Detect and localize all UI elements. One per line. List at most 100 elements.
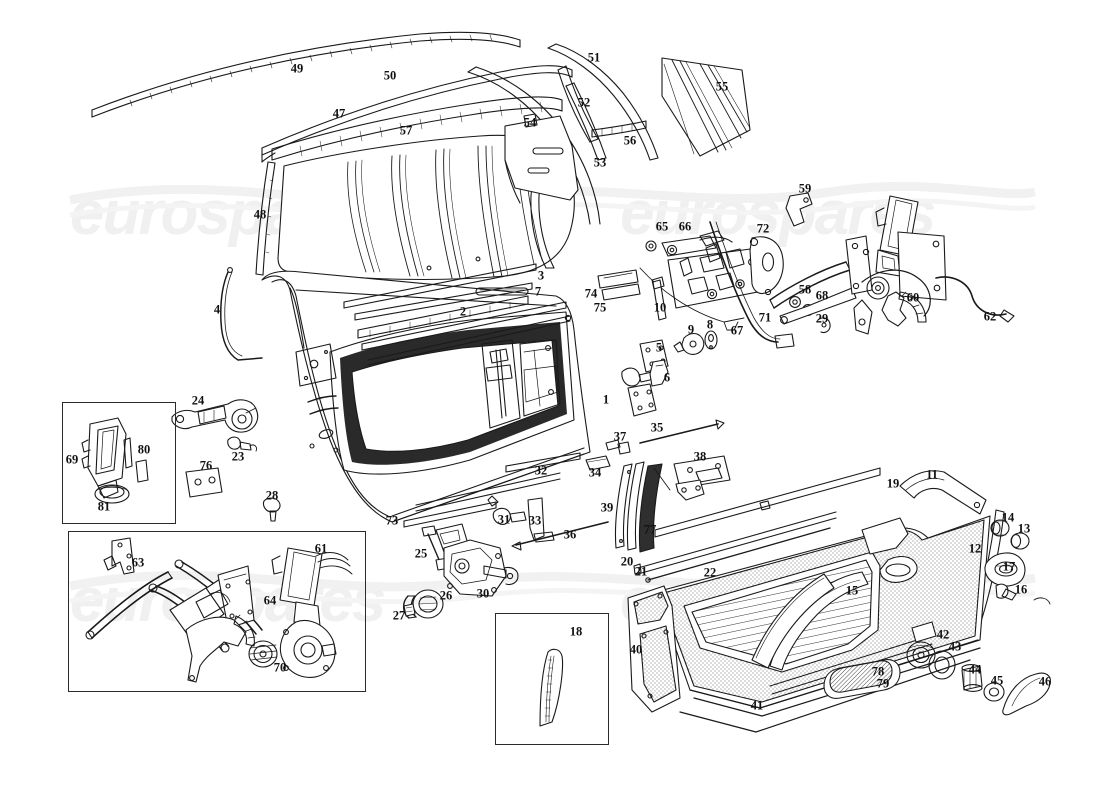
part-36-long-rod	[511, 521, 609, 551]
part-number-10: 10	[653, 300, 667, 315]
part-number-14: 14	[1001, 510, 1015, 525]
part-number-73: 73	[385, 513, 399, 528]
part-number-39: 39	[600, 500, 614, 515]
part-number-54: 54	[523, 115, 537, 130]
part-6-latch-pawl	[621, 359, 669, 387]
part-81-cap	[94, 484, 130, 504]
part-number-78: 78	[871, 664, 885, 679]
part-33-striker	[527, 497, 555, 543]
part-number-77: 77	[643, 522, 657, 537]
part-1-door-shell	[261, 270, 591, 523]
part-number-80: 80	[137, 442, 151, 457]
part-number-35: 35	[650, 420, 664, 435]
part-number-60: 60	[906, 290, 920, 305]
part-73b-trim	[415, 472, 561, 512]
part-number-50: 50	[383, 68, 397, 83]
inset-weatherstrip	[495, 613, 609, 745]
inset-window-motor	[62, 402, 176, 524]
part-42-bezel	[906, 641, 936, 669]
part-number-62: 62	[983, 309, 997, 324]
part-44-bush	[961, 664, 983, 692]
part-4-guide-rod	[220, 267, 263, 361]
part-number-65: 65	[655, 219, 669, 234]
part-number-61: 61	[314, 541, 328, 556]
part-number-13: 13	[1017, 521, 1031, 536]
part-number-41: 41	[750, 698, 764, 713]
part-14-bush	[990, 519, 1010, 537]
inset-regulator-assembly	[68, 531, 366, 692]
part-73-lower-trim	[403, 501, 497, 528]
part-63-bracket	[103, 537, 135, 575]
part-number-18: 18	[569, 624, 583, 639]
part-61-window-motor	[271, 547, 353, 678]
part-number-79: 79	[876, 676, 890, 691]
part-66-hinge-link	[661, 230, 725, 257]
part-24-interior-handle	[171, 399, 259, 433]
part-2-belt-strip	[357, 295, 529, 339]
part-number-7: 7	[534, 284, 542, 299]
part-number-48: 48	[253, 207, 267, 222]
part-number-46: 46	[1038, 674, 1052, 689]
part-69-lock-actuator	[81, 417, 133, 499]
part-number-36: 36	[563, 527, 577, 542]
part-number-32: 32	[534, 463, 548, 478]
part-number-15: 15	[845, 583, 859, 598]
part-54-53-pillar-frame	[467, 66, 601, 269]
part-20-21-strip	[633, 511, 837, 583]
part-number-43: 43	[948, 639, 962, 654]
part-53-lower-channel	[565, 82, 607, 161]
part-52-window-channel	[557, 65, 599, 143]
part-number-64: 64	[263, 593, 277, 608]
part-78-79-speaker-grille	[823, 659, 901, 699]
part-number-47: 47	[332, 106, 346, 121]
part-65-washer	[645, 240, 657, 252]
part-number-45: 45	[990, 673, 1004, 688]
part-59-striker	[785, 192, 813, 227]
part-number-12: 12	[968, 541, 982, 556]
part-34-sleeve	[585, 455, 611, 471]
part-60-window-regulator	[853, 195, 947, 335]
part-45-washer	[983, 682, 1005, 702]
part-number-22: 22	[703, 565, 717, 580]
part-76-bumper	[185, 467, 223, 498]
part-number-49: 49	[290, 61, 304, 76]
part-number-74: 74	[584, 286, 598, 301]
part-number-29: 29	[815, 311, 829, 326]
part-number-2: 2	[459, 304, 467, 319]
part-number-11: 11	[926, 467, 938, 482]
part-number-28: 28	[265, 488, 279, 503]
part-41-rocker-trim	[679, 659, 971, 733]
part-number-69: 69	[65, 452, 79, 467]
part-number-34: 34	[588, 465, 602, 480]
part-17-escutcheon	[984, 552, 1026, 587]
part-number-17: 17	[1002, 559, 1016, 574]
part-number-56: 56	[623, 133, 637, 148]
part-55-quarter-glass	[661, 57, 751, 157]
part-number-26: 26	[439, 588, 453, 603]
part-number-16: 16	[1014, 582, 1028, 597]
part-number-1: 1	[602, 392, 610, 407]
connector-small	[1033, 597, 1051, 605]
part-number-4: 4	[213, 302, 221, 317]
part-30-door-latch	[435, 523, 519, 597]
part-number-70: 70	[273, 660, 287, 675]
part-23-screw	[227, 436, 257, 452]
part-40-front-trim	[627, 585, 681, 713]
part-2b-inner-strip	[361, 301, 567, 351]
part-18-weatherstrip	[539, 648, 564, 727]
part-number-59: 59	[798, 181, 812, 196]
part-number-55: 55	[715, 79, 729, 94]
part-9-bracket	[673, 332, 705, 355]
part-39-channel	[614, 461, 645, 551]
part-8-gasket	[704, 330, 718, 350]
part-38-bracket	[673, 455, 731, 501]
part-19-trim-strip	[654, 467, 881, 538]
part-number-81: 81	[97, 499, 111, 514]
part-22-door-trim-panel	[655, 515, 991, 717]
part-77-seal	[638, 463, 671, 553]
part-10-bolt	[651, 276, 667, 321]
part-56-seal-strip	[591, 120, 647, 138]
part-number-38: 38	[693, 449, 707, 464]
